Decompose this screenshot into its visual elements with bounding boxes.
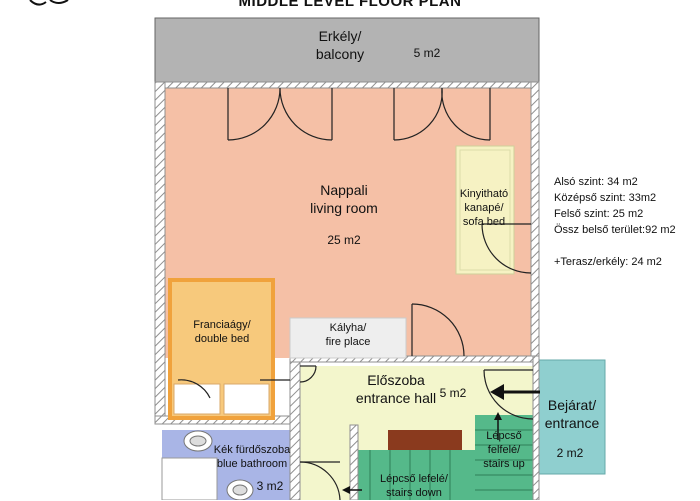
arrow-left-icon <box>342 486 362 494</box>
arrow-left-icon <box>490 384 540 400</box>
entrance-name-en: entrance <box>544 414 600 431</box>
sofa-line2: kanapé/ <box>464 201 504 214</box>
bed-label: Franciaágy/ double bed <box>172 319 272 347</box>
balcony-area <box>154 17 540 83</box>
stair-treads <box>369 429 533 500</box>
living-name-hu: Nappali <box>320 182 368 198</box>
bathroom-area-label: 3 m2 <box>256 479 284 493</box>
living-area-label: 25 m2 <box>327 233 361 247</box>
summary-line: Alsó szint: 34 m2 <box>554 176 638 188</box>
fireplace-name-hu: Kályha/ <box>329 322 367 334</box>
summary-line <box>554 238 676 254</box>
hall-name-hu: Előszoba <box>367 372 425 388</box>
doors <box>177 87 534 500</box>
logo-icon <box>29 0 69 6</box>
bed-name-en: double bed <box>194 332 250 345</box>
stairs-up-line3: stairs up <box>483 457 525 470</box>
balcony-area-label: 5 m2 <box>413 46 441 60</box>
sofa-bed <box>455 145 515 275</box>
entrance-label: Bejárat/ entrance <box>536 397 608 432</box>
sofa-line1: Kinyitható <box>459 188 509 200</box>
stairs-down-line1: Lépcső lefelé/ <box>380 473 448 485</box>
summary-line: Középső szint: 33m2 <box>554 192 657 204</box>
fireplace <box>289 317 407 359</box>
bathroom-name-en: blue bathroom <box>216 457 288 470</box>
plan-title: MIDDLE LEVEL FLOOR PLAN <box>238 0 462 10</box>
stairs-up-label: Lépcső felfelé/ stairs up <box>474 430 534 471</box>
stairs-up-line2: felfelé/ <box>487 443 521 456</box>
bed-name-hu: Franciaágy/ <box>193 319 251 331</box>
entrance-area-label: 2 m2 <box>556 446 584 460</box>
stairs-up-area <box>475 415 533 500</box>
sofa-line3: sofa bed <box>462 215 506 228</box>
hall-area-label: 5 m2 <box>439 386 467 400</box>
balcony-name-en: balcony <box>315 45 365 62</box>
fireplace-name-en: fire place <box>325 335 371 348</box>
hall-label: Előszoba entrance hall <box>336 372 456 407</box>
arrow-up-icon <box>494 412 502 440</box>
balcony-name-hu: Erkély/ <box>318 28 362 44</box>
living-name-en: living room <box>310 199 378 216</box>
bathroom-name-hu: Kék fürdőszoba <box>213 444 291 456</box>
summary-line: +Terasz/erkély: 24 m2 <box>554 256 662 268</box>
double-bed <box>168 278 275 420</box>
bathroom-fixtures <box>161 430 254 500</box>
stairs-down-label: Lépcső lefelé/ stairs down <box>364 473 464 501</box>
bathroom-label: Kék fürdőszoba blue bathroom <box>206 444 298 472</box>
stairs-up-line1: Lépcső <box>486 430 522 442</box>
hall-name-en: entrance hall <box>355 389 437 406</box>
fireplace-label: Kályha/ fire place <box>300 322 396 350</box>
entrance-area <box>538 359 606 475</box>
living-room-label: Nappali living room <box>274 182 414 217</box>
balcony-label: Erkély/ balcony <box>260 28 420 63</box>
entrance-name-hu: Bejárat/ <box>547 397 597 413</box>
summary-line: Felső szint: 25 m2 <box>554 208 644 220</box>
area-summary: Alsó szint: 34 m2 Középső szint: 33m2 Fe… <box>554 174 676 270</box>
sofa-label: Kinyitható kanapé/ sofa bed <box>446 188 522 229</box>
hall-cabinet <box>388 430 462 450</box>
stairs-down-area <box>355 450 475 500</box>
summary-line: Össz belső terület:92 m2 <box>554 224 676 236</box>
stairs-down-line2: stairs down <box>386 486 442 499</box>
